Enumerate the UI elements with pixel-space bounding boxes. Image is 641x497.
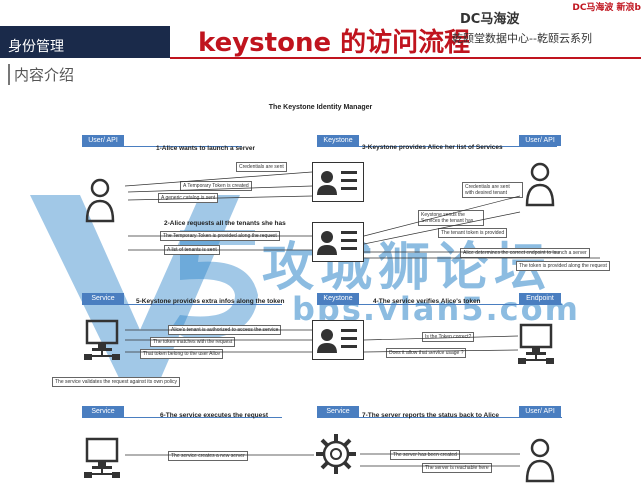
tab-user-api-3: User/ API [519,406,561,417]
corner-tag: DC马海波 新浪b [572,3,641,13]
step-1: 1-Alice wants to launch a server [156,145,255,152]
message-label: Keystone sends the Services the tenant h… [418,210,484,226]
section-label: 身份管理 [8,39,64,55]
tab-service-1: Service [82,293,124,304]
tab-service-3: Service [317,406,359,417]
message-label: Alice determines the correct endpoint to… [460,248,590,258]
underline-1 [82,146,242,147]
tab-keystone-2: Keystone [317,293,359,304]
page-title: keystone 的访问流程 [198,28,471,58]
message-label: That token belong to the user Alice [140,349,223,359]
computer-icon [84,437,120,478]
step-7: 7-The server reports the status back to … [362,412,500,419]
underline-5 [82,417,282,418]
underline-6 [317,417,562,418]
subheading: 内容介绍 [8,64,74,85]
keystone-card-icon [312,162,364,202]
message-label: The token is provided along the request [516,261,610,271]
message-label: The tenant token is provided [438,228,508,238]
user-icon [85,178,115,223]
author-label: DC马海波 [460,12,520,27]
step-3: 3-Keystone provides Alice her list of Se… [362,144,503,151]
step-2: 2-Alice requests all the tenants she has [164,220,286,227]
header-divider [170,57,641,59]
message-label: Credentials are sent with desired tenant [462,182,523,198]
tab-keystone-1: Keystone [317,135,359,146]
underline-2 [317,146,557,147]
message-label: A Temporary Token is created [180,181,252,191]
section-banner: 身份管理 [0,26,170,58]
underline-4 [317,304,562,305]
user-icon [525,438,555,483]
message-label: The server is reachable here [422,463,492,473]
underline-3 [82,304,282,305]
tab-user-api-1: User/ API [82,135,124,146]
user-icon [525,162,555,207]
computer-icon [518,323,554,364]
tab-service-2: Service [82,406,124,417]
keystone-card-icon [312,320,364,360]
message-label: The service validates the request agains… [52,377,181,387]
step-6: 6-The service executes the request [160,412,269,419]
message-label: Does it allow that service usage ? [386,348,467,358]
org-label: 乾颐堂数据中心--乾颐云系列 [452,32,592,45]
step-5: 5-Keystone provides extra infos along th… [136,298,285,305]
diagram-title: The Keystone Identity Manager [268,104,373,111]
message-label: The server has been created [390,450,460,460]
message-label: The token matches with the request [150,337,236,347]
gear-icon [316,434,356,474]
message-label: The service creates a new server [168,451,248,461]
tab-user-api-2: User/ API [519,135,561,146]
message-label: Credentials are sent [236,162,287,172]
computer-icon [84,319,120,360]
keystone-card-icon [312,222,364,262]
tab-endpoint: Endpoint [519,293,561,304]
step-4: 4-The service verifies Alice's token [373,298,481,305]
